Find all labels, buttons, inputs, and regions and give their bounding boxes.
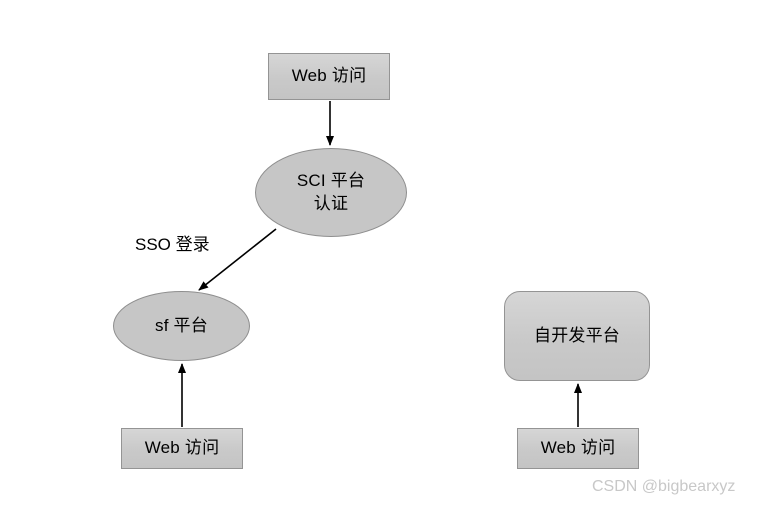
watermark-csdn: CSDN @bigbearxyz	[592, 478, 736, 495]
node-self-developed-platform[interactable]: 自开发平台	[504, 291, 650, 381]
node-web-access-bottom-left-label: Web 访问	[144, 438, 220, 458]
node-self-developed-platform-label: 自开发平台	[534, 325, 620, 345]
node-web-access-top-label: Web 访问	[291, 66, 367, 86]
edge-sci-to-sf-platform	[198, 228, 277, 291]
node-sf-platform[interactable]: sf 平台	[113, 291, 250, 361]
edge-label-sso-login: SSO 登录	[135, 235, 210, 254]
node-web-access-top[interactable]: Web 访问	[268, 53, 390, 100]
node-sci-platform-auth-label: SCI 平台 认证	[296, 170, 366, 213]
node-sci-platform-auth[interactable]: SCI 平台 认证	[255, 148, 407, 237]
node-web-access-bottom-left[interactable]: Web 访问	[121, 428, 243, 469]
node-sf-platform-label: sf 平台	[155, 315, 208, 335]
node-web-access-bottom-right-label: Web 访问	[540, 438, 616, 458]
node-web-access-bottom-right[interactable]: Web 访问	[517, 428, 639, 469]
